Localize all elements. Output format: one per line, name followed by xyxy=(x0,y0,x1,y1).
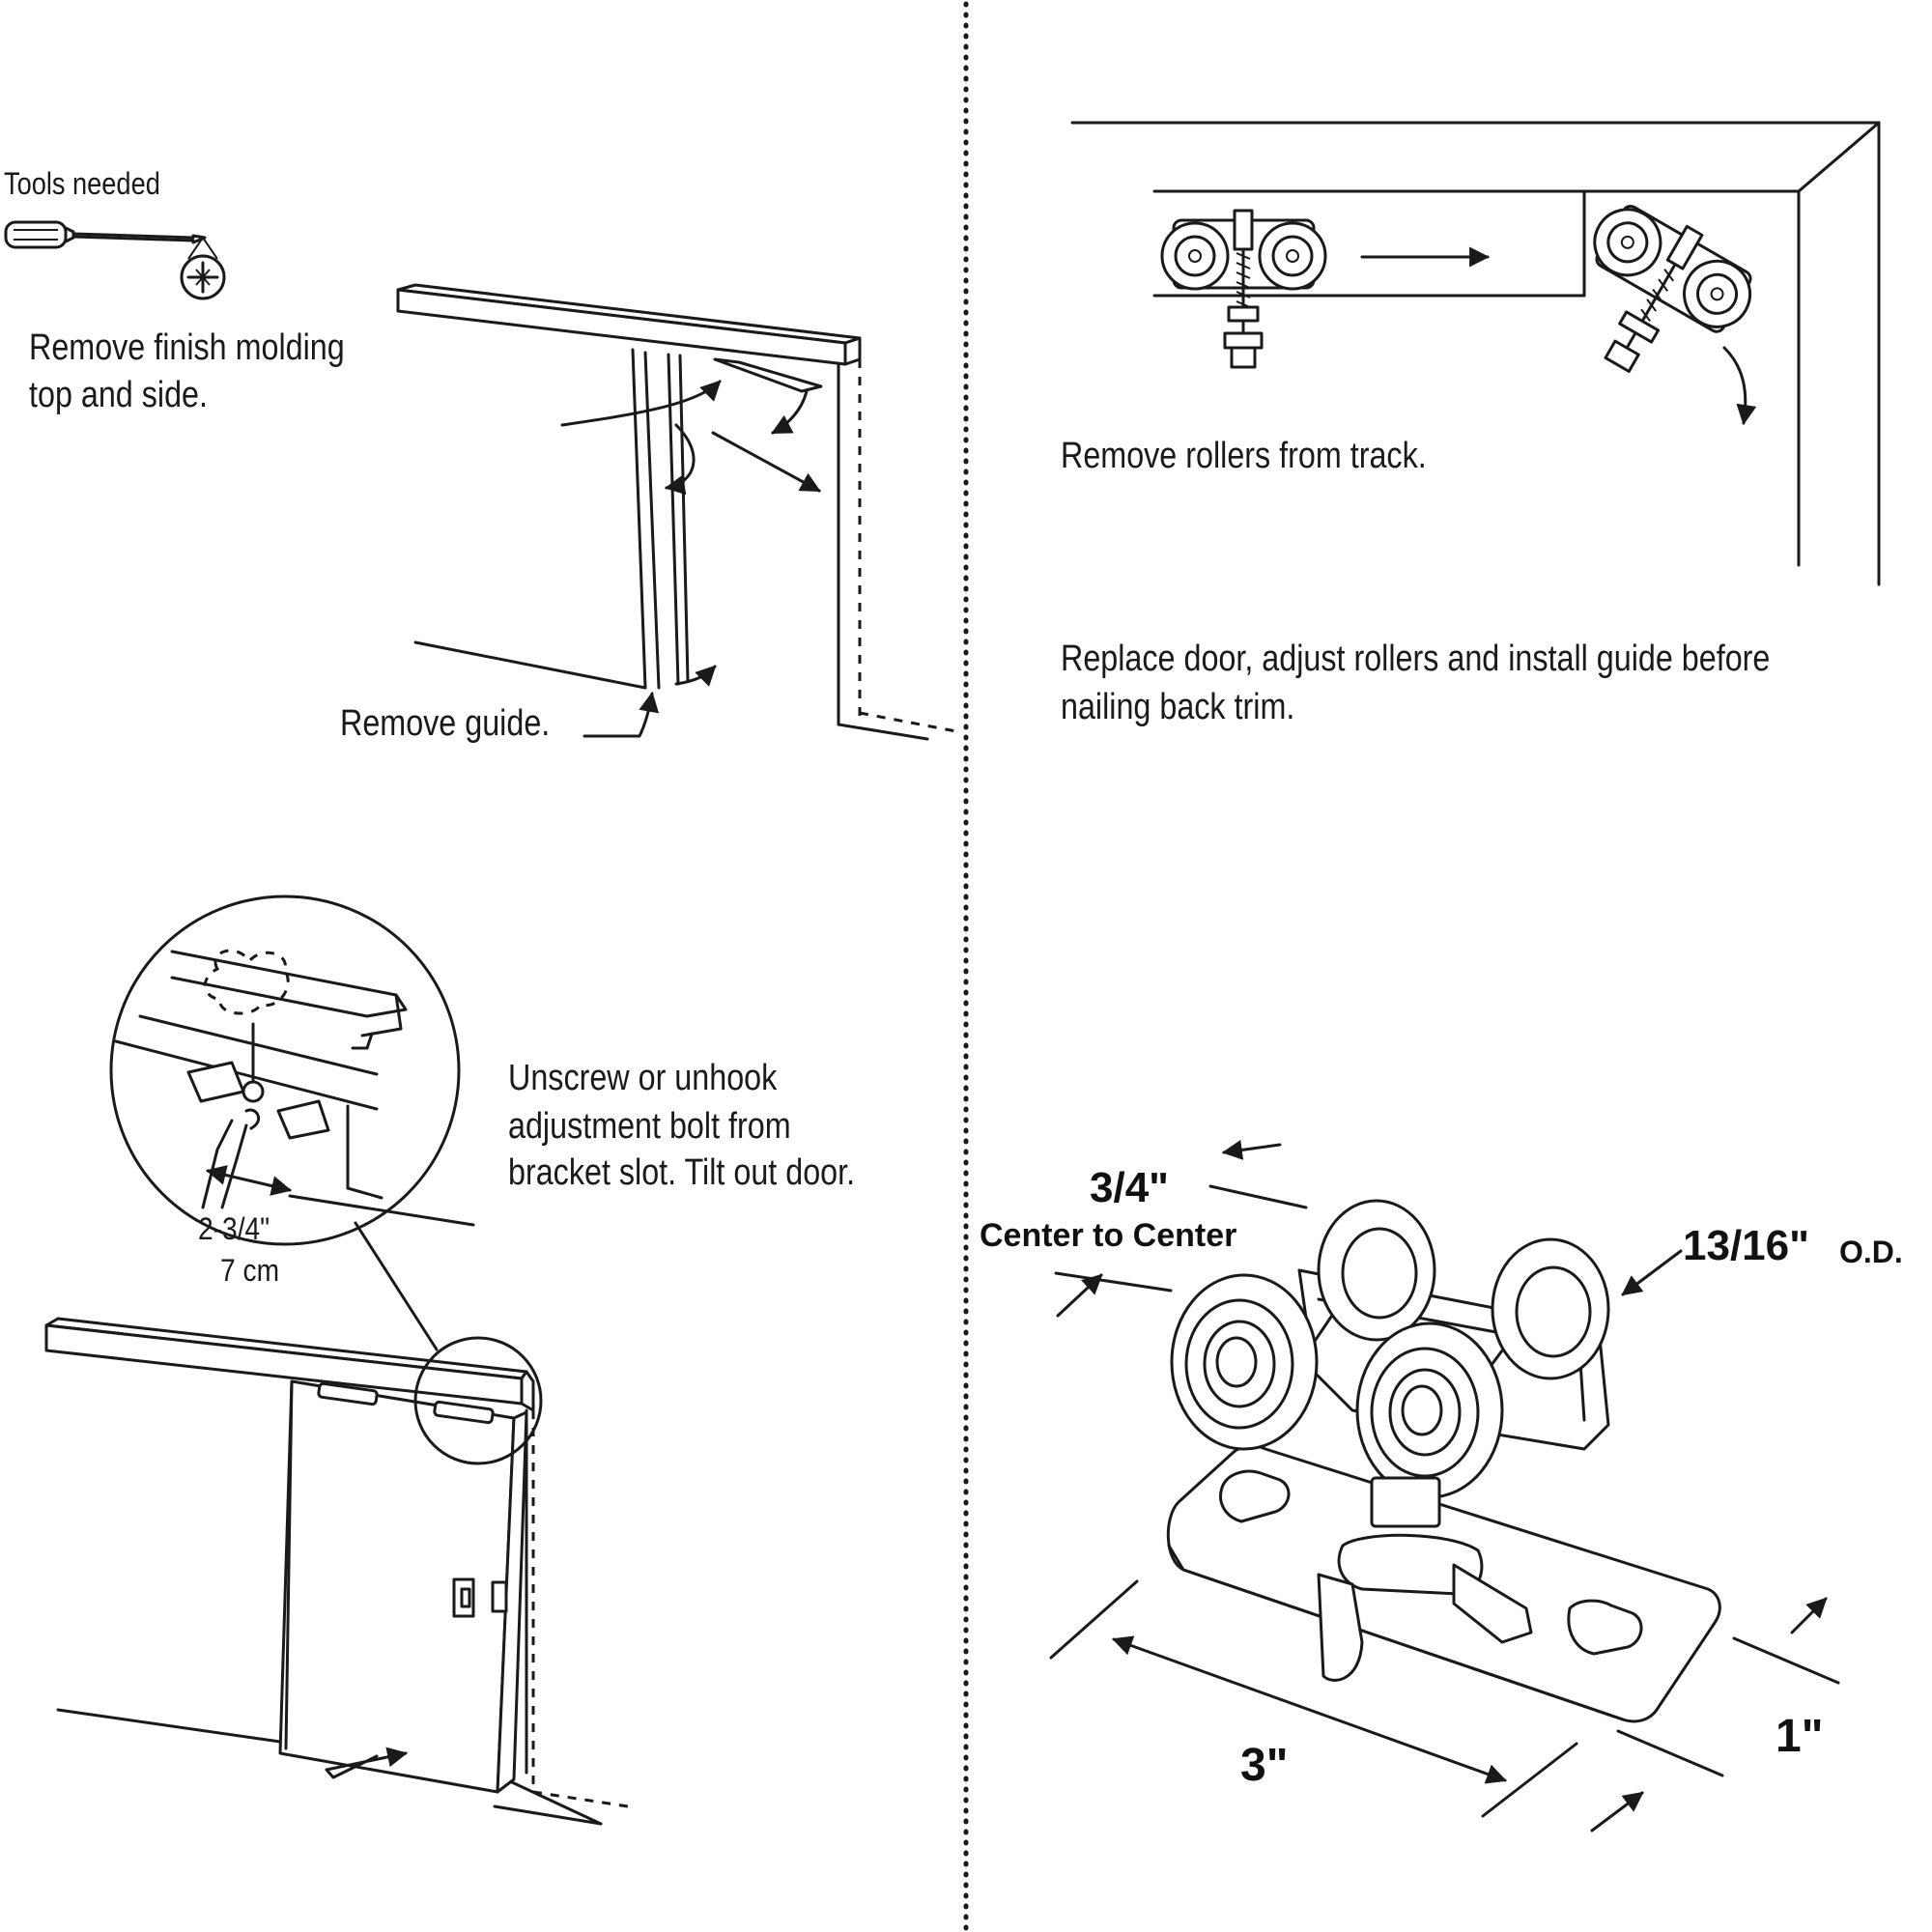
phillips-head-icon xyxy=(180,237,226,300)
detail-dimension-cm: 7 cm xyxy=(220,1253,280,1288)
leader-line xyxy=(288,1194,475,1227)
replace-door-label-line2: nailing back trim. xyxy=(1061,687,1295,727)
screwdriver-icon xyxy=(4,220,207,249)
length-dimension: 3" xyxy=(1240,1740,1289,1791)
remove-molding-label-line1: Remove finish molding xyxy=(29,327,345,368)
molding-removal-drawing xyxy=(396,283,962,741)
unscrew-label-line3: bracket slot. Tilt out door. xyxy=(508,1152,856,1193)
replace-door-label-line1: Replace door, adjust rollers and install… xyxy=(1061,639,1771,679)
width-dimension: 1" xyxy=(1776,1711,1824,1762)
center-to-center-value: 3/4" xyxy=(1090,1164,1170,1211)
outer-diameter-unit: O.D. xyxy=(1839,1235,1903,1269)
unscrew-label-line1: Unscrew or unhook xyxy=(508,1058,778,1098)
outer-diameter-value: 13/16" xyxy=(1683,1222,1809,1269)
remove-rollers-label: Remove rollers from track. xyxy=(1061,436,1427,476)
roller-tilted-icon xyxy=(1593,204,1752,373)
leader-line xyxy=(354,1221,439,1351)
center-to-center-label: Center to Center xyxy=(980,1217,1237,1254)
dimension-lines xyxy=(1049,1140,1840,1833)
detail-circle xyxy=(109,895,461,1246)
unscrew-label-line2: adjustment bolt from xyxy=(508,1106,791,1147)
detail-dimension-inches: 2-3/4" xyxy=(198,1211,270,1246)
door-drawing xyxy=(44,1317,629,1826)
roller-in-track-icon xyxy=(1160,209,1327,369)
detail-callout-circle xyxy=(413,1336,543,1465)
roller-product-drawing xyxy=(1166,1199,1721,1723)
tools-needed-label: Tools needed xyxy=(4,166,160,201)
remove-molding-label-line2: top and side. xyxy=(29,375,208,415)
tilt-out-arrow xyxy=(325,1747,409,1779)
remove-guide-label: Remove guide. xyxy=(340,703,551,744)
track-corner-drawing xyxy=(1070,121,1881,586)
tilt-arrow xyxy=(1722,346,1757,426)
